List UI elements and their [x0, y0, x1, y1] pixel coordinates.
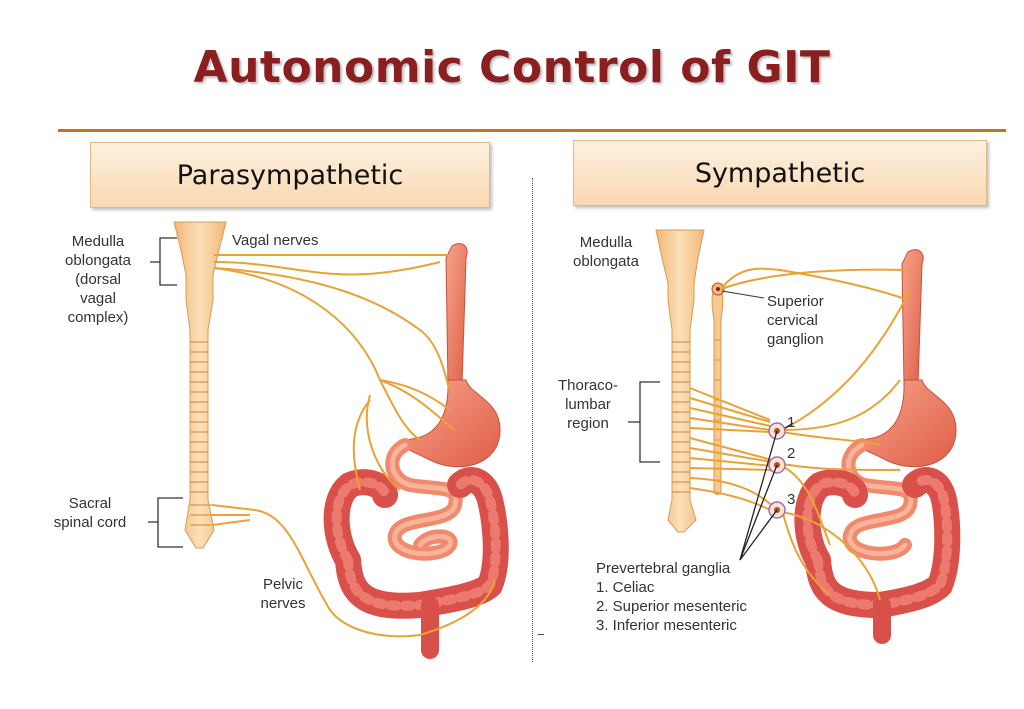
ganglion-number-3: 3 — [787, 491, 796, 508]
ganglion-number-1: 1 — [787, 414, 796, 431]
medulla-right-line-2: oblongata — [573, 253, 639, 270]
sympathetic-chain — [711, 289, 724, 495]
stomach-right — [855, 379, 957, 468]
medulla-label-right: Medulla oblongata — [556, 233, 656, 271]
medulla-right-line-1: Medulla — [579, 234, 633, 251]
thoraco-line-3: region — [567, 415, 609, 432]
superior-line-2: cervical — [767, 312, 818, 329]
pelvic-line-2: nerves — [260, 595, 306, 612]
spinal-cord-right — [655, 229, 705, 533]
vagal-nerves-label: Vagal nerves — [232, 232, 319, 249]
parasympathetic-diagram — [148, 221, 509, 659]
medulla-line-4: vagal — [80, 290, 116, 307]
sacral-line-2: spinal cord — [53, 514, 127, 531]
prevertebral-ganglia — [768, 422, 786, 519]
cord-segments-left — [190, 341, 212, 526]
medulla-line-1: Medulla — [71, 233, 125, 250]
title-divider — [58, 129, 1006, 132]
sympathetic-header: Sympathetic — [573, 140, 987, 206]
sympathetic-label: Sympathetic — [694, 157, 866, 189]
pelvic-line-1: Pelvic — [262, 576, 303, 593]
sacral-line-1: Sacral — [68, 495, 112, 512]
sympathetic-diagram — [628, 229, 961, 644]
thoraco-line-2: lumbar — [565, 396, 611, 413]
pelvic-nerves-label: Pelvic nerves — [248, 575, 318, 613]
medulla-line-2: oblongata — [65, 252, 131, 269]
page-title: Autonomic Control of GIT — [193, 42, 831, 93]
prevertebral-title: Prevertebral ganglia — [596, 560, 731, 577]
sacral-bracket — [148, 497, 183, 548]
prevertebral-item-1: 1. Celiac — [596, 579, 655, 596]
thoracolumbar-label: Thoraco- lumbar region — [548, 376, 628, 433]
stomach-left — [399, 379, 501, 468]
medulla-line-5: complex) — [67, 309, 129, 326]
parasympathetic-label: Parasympathetic — [176, 159, 404, 191]
vagal-nerve-fibers — [213, 254, 456, 491]
spinal-cord-left — [173, 221, 227, 549]
superior-line-1: Superior — [767, 293, 824, 310]
superior-ganglion-pointer — [721, 290, 765, 299]
superior-line-3: ganglion — [767, 331, 824, 348]
sacral-label: Sacral spinal cord — [40, 494, 140, 532]
cord-segments-right — [672, 341, 690, 493]
ganglion-number-2: 2 — [787, 445, 796, 462]
sympathetic-nerve-fibers — [689, 267, 911, 601]
prevertebral-item-2: 2. Superior mesenteric — [596, 598, 747, 615]
ganglia-pointers — [739, 422, 794, 561]
medulla-bracket — [150, 237, 177, 286]
panel-divider — [532, 178, 533, 662]
thoracolumbar-bracket — [628, 381, 660, 463]
prevertebral-item-3: 3. Inferior mesenteric — [596, 617, 737, 634]
superior-cervical-label: Superior cervical ganglion — [767, 292, 824, 349]
medulla-line-3: (dorsal — [75, 271, 121, 288]
pelvic-nerve-fibers — [211, 504, 496, 638]
parasympathetic-header: Parasympathetic — [90, 142, 490, 208]
thoraco-line-1: Thoraco- — [557, 377, 619, 394]
esophagus-left — [445, 243, 468, 386]
prevertebral-ganglia-legend: Prevertebral ganglia 1. Celiac 2. Superi… — [596, 559, 747, 635]
stray-dash — [538, 634, 544, 635]
medulla-label-left: Medulla oblongata (dorsal vagal complex) — [48, 232, 148, 327]
